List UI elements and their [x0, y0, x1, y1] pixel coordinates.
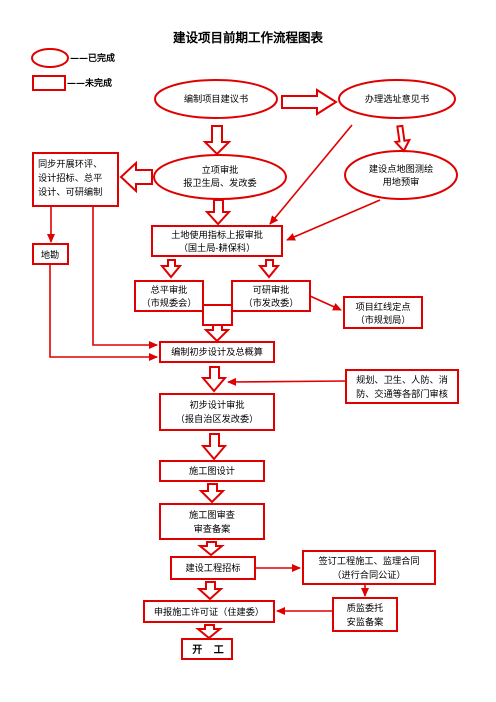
node-start-text: 开 工: [192, 644, 227, 656]
block-arrow-right-1: [281, 88, 338, 116]
node-survey: 建设点地图测绘 用地预审: [344, 150, 458, 200]
node-permit: 申报施工许可证（住建委）: [143, 600, 275, 623]
block-arrow-merge: [202, 304, 233, 326]
node-contracts-line2: （进行合同公证）: [332, 569, 406, 581]
node-approval-line2: 报卫生局、发改委: [183, 177, 257, 189]
node-contracts: 签订工程施工、监理合同 （进行合同公证）: [302, 550, 436, 585]
node-approval: 立项审批 报卫生局、发改委: [153, 154, 287, 200]
node-site-opinion: 办理选址意见书: [338, 79, 456, 119]
node-proposal-text: 编制项目建议书: [184, 93, 248, 105]
block-arrow-down-8: [198, 483, 226, 504]
node-bidding-text: 建设工程招标: [185, 562, 240, 574]
node-prelim-design-text: 编制初步设计及总概算: [171, 346, 263, 358]
block-arrow-down-7: [200, 433, 228, 461]
connector-feasibility-redline: [309, 295, 342, 311]
node-survey-line2: 用地预审: [383, 176, 420, 188]
connector-deptreview: [227, 377, 347, 386]
node-permit-text: 申报施工许可证（住建委）: [154, 606, 264, 618]
block-arrow-down-2: [204, 199, 232, 226]
node-parallel-line3: 设计、可研编制: [38, 186, 102, 198]
node-master-plan-line2: （市规委会）: [141, 297, 196, 309]
block-arrow-down-1: [202, 125, 232, 156]
node-quality-line1: 质监委托: [347, 602, 384, 614]
node-geo: 地勘: [32, 243, 69, 265]
legend-incomplete-rect: [32, 75, 66, 91]
node-master-plan: 总平审批 （市规委会）: [134, 280, 204, 312]
node-contracts-line1: 签订工程施工、监理合同: [318, 555, 419, 567]
node-construction-design-text: 施工图设计: [189, 465, 235, 477]
connector-geo-prelim: [49, 264, 158, 361]
node-land-use-line1: 土地使用指标上报审批: [171, 229, 263, 241]
node-prelim-approval-line2: （报自治区发改委）: [176, 413, 259, 425]
block-arrow-down-5: [203, 324, 231, 343]
node-approval-line1: 立项审批: [202, 164, 239, 176]
block-arrow-down-11: [195, 624, 223, 640]
node-parallel-line2: 设计招标、总平: [38, 172, 102, 184]
node-parallel-line1: 同步开展环评、: [38, 159, 102, 170]
connector-parallel-prelim: [92, 206, 158, 349]
legend: ——已完成 ——未完成: [31, 48, 115, 91]
node-feasibility: 可研审批 （市发改委）: [231, 280, 311, 312]
node-feasibility-line2: （市发改委）: [243, 297, 298, 309]
node-land-use: 土地使用指标上报审批 （国土局-耕保科）: [151, 225, 283, 257]
node-prelim-approval-line1: 初步设计审批: [189, 399, 244, 411]
node-drawing-review-line1: 施工图审查: [189, 509, 235, 521]
block-arrow-down-4: [257, 259, 281, 279]
node-start: 开 工: [181, 638, 233, 660]
legend-completed-ellipse: [31, 48, 69, 68]
node-construction-design: 施工图设计: [159, 460, 265, 482]
node-dept-review-line2: 防、交通等各部门审核: [356, 388, 448, 400]
block-arrow-down-9: [197, 541, 225, 557]
node-drawing-review: 施工图审查 审查备案: [159, 503, 265, 540]
node-survey-line1: 建设点地图测绘: [369, 163, 433, 175]
node-redline: 项目红线定点 （市规划局）: [343, 296, 423, 329]
node-parallel: 同步开展环评、 设计招标、总平 设计、可研编制: [32, 152, 119, 207]
node-quality-line2: 安监备案: [347, 616, 384, 628]
legend-completed-label: ——已完成: [70, 52, 115, 64]
page-title: 建设项目前期工作流程图表: [173, 30, 324, 45]
node-land-use-line2: （国土局-耕保科）: [179, 242, 256, 254]
node-redline-line1: 项目红线定点: [355, 301, 410, 313]
node-dept-review: 规划、卫生、人防、消 防、交通等各部门审核: [345, 369, 459, 404]
legend-incomplete-label: ——未完成: [67, 77, 112, 89]
node-drawing-review-line2: 审查备案: [194, 523, 231, 535]
node-feasibility-line1: 可研审批: [253, 284, 290, 296]
connector-survey-landuse: [286, 199, 381, 241]
connector-siteopinion-landuse: [269, 124, 353, 225]
node-quality: 质监委托 安监备案: [332, 597, 398, 632]
node-dept-review-line1: 规划、卫生、人防、消: [356, 374, 448, 386]
node-bidding: 建设工程招标: [170, 556, 256, 580]
node-proposal: 编制项目建议书: [154, 79, 278, 119]
node-geo-text: 地勘: [41, 249, 59, 261]
node-prelim-approval: 初步设计审批 （报自治区发改委）: [159, 393, 275, 431]
node-site-opinion-text: 办理选址意见书: [365, 93, 429, 105]
node-master-plan-line1: 总平审批: [151, 284, 188, 296]
block-arrow-down-12: [393, 124, 412, 153]
block-arrow-down-6: [200, 366, 228, 393]
node-prelim-design: 编制初步设计及总概算: [159, 341, 275, 363]
block-arrow-down-3: [159, 259, 183, 279]
block-arrow-down-10: [196, 581, 224, 601]
node-redline-line2: （市规划局）: [355, 314, 410, 326]
block-arrow-left-1: [119, 160, 153, 194]
